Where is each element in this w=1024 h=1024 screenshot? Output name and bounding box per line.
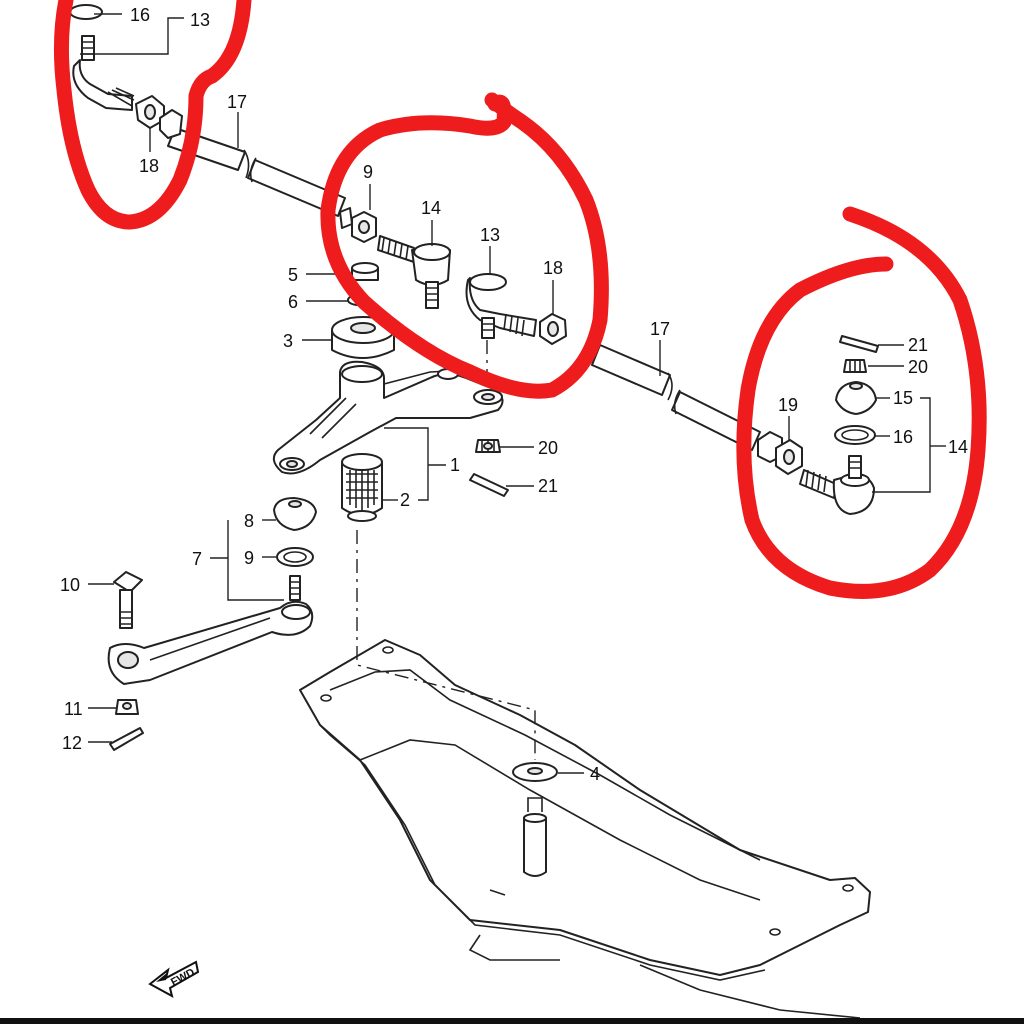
callout-9-top: 9 [363,162,373,182]
idler-arm-part-1 [272,360,504,475]
red-circle-center [320,92,609,399]
callout-8: 8 [244,511,254,531]
callout-21-right: 21 [908,335,928,355]
castle-nut-part-20-right [843,359,867,373]
callout-18-center: 18 [543,258,563,278]
tie-rod-right [591,344,761,451]
nut-part-18-left-b [159,109,183,139]
tie-rod-end-top-left [69,4,135,111]
washer-part-4 [512,762,558,782]
red-highlight-marks [53,0,987,599]
cotter-pin-part-21-right [839,335,879,353]
boot-part-8 [273,497,317,531]
callout-13-top-left: 13 [190,10,210,30]
callout-19: 19 [778,395,798,415]
tie-rod-end-part-14-center [377,235,451,309]
callout-5: 5 [288,265,298,285]
tie-rod-end-part-13-center [465,273,537,339]
red-circle-right [736,206,987,599]
callout-14-right: 14 [948,437,968,457]
callout-3: 3 [283,331,293,351]
frame-stud [523,797,547,877]
leader-lines [80,13,946,774]
callout-16-right: 16 [893,427,913,447]
callout-12: 12 [62,733,82,753]
nut-part-18-center [539,313,567,345]
castle-nut-part-20-idler [475,439,501,453]
callout-9-drag-link: 9 [244,548,254,568]
bolt-part-10 [113,571,143,629]
washer-part-5 [351,262,379,281]
fwd-arrow-icon: FWD [148,960,200,998]
cotter-pin-part-21-idler [469,473,509,497]
callout-10: 10 [60,575,80,595]
callout-1: 1 [450,455,460,475]
clip-part-9 [276,547,314,567]
callout-4: 4 [590,764,600,784]
tie-rod-end-part-14-right [799,455,875,515]
nut-part-11 [115,699,139,715]
frame-crossmember [299,639,871,1019]
center-line-idler [356,530,536,760]
red-circle-top-left [53,0,252,230]
bottom-border-bar [0,1018,1024,1024]
drag-link-arm [107,575,314,685]
callout-11: 11 [64,699,83,719]
clip-part-16-right [834,425,876,445]
callout-17-left: 17 [227,92,247,112]
nut-part-19-right [757,431,803,475]
fwd-label: FWD [169,966,197,988]
callout-18-left: 18 [139,156,159,176]
callout-13-center: 13 [480,225,500,245]
callout-17-right: 17 [650,319,670,339]
callout-7: 7 [192,549,202,569]
callout-20-right: 20 [908,357,928,377]
callout-2: 2 [400,490,410,510]
boot-part-15 [835,381,877,415]
nut-part-9-top [339,207,377,243]
cotter-pin-part-12 [109,727,144,751]
callout-16-top-left: 16 [130,5,150,25]
callout-15: 15 [893,388,913,408]
callout-6: 6 [288,292,298,312]
callout-21-idler: 21 [538,476,558,496]
bushing-part-2 [341,453,383,522]
callout-20-idler: 20 [538,438,558,458]
bushing-part-3 [331,316,395,359]
callout-14-center: 14 [421,198,441,218]
callout-labels: 16 13 17 18 9 14 13 18 5 6 3 17 21 20 15… [60,5,968,784]
